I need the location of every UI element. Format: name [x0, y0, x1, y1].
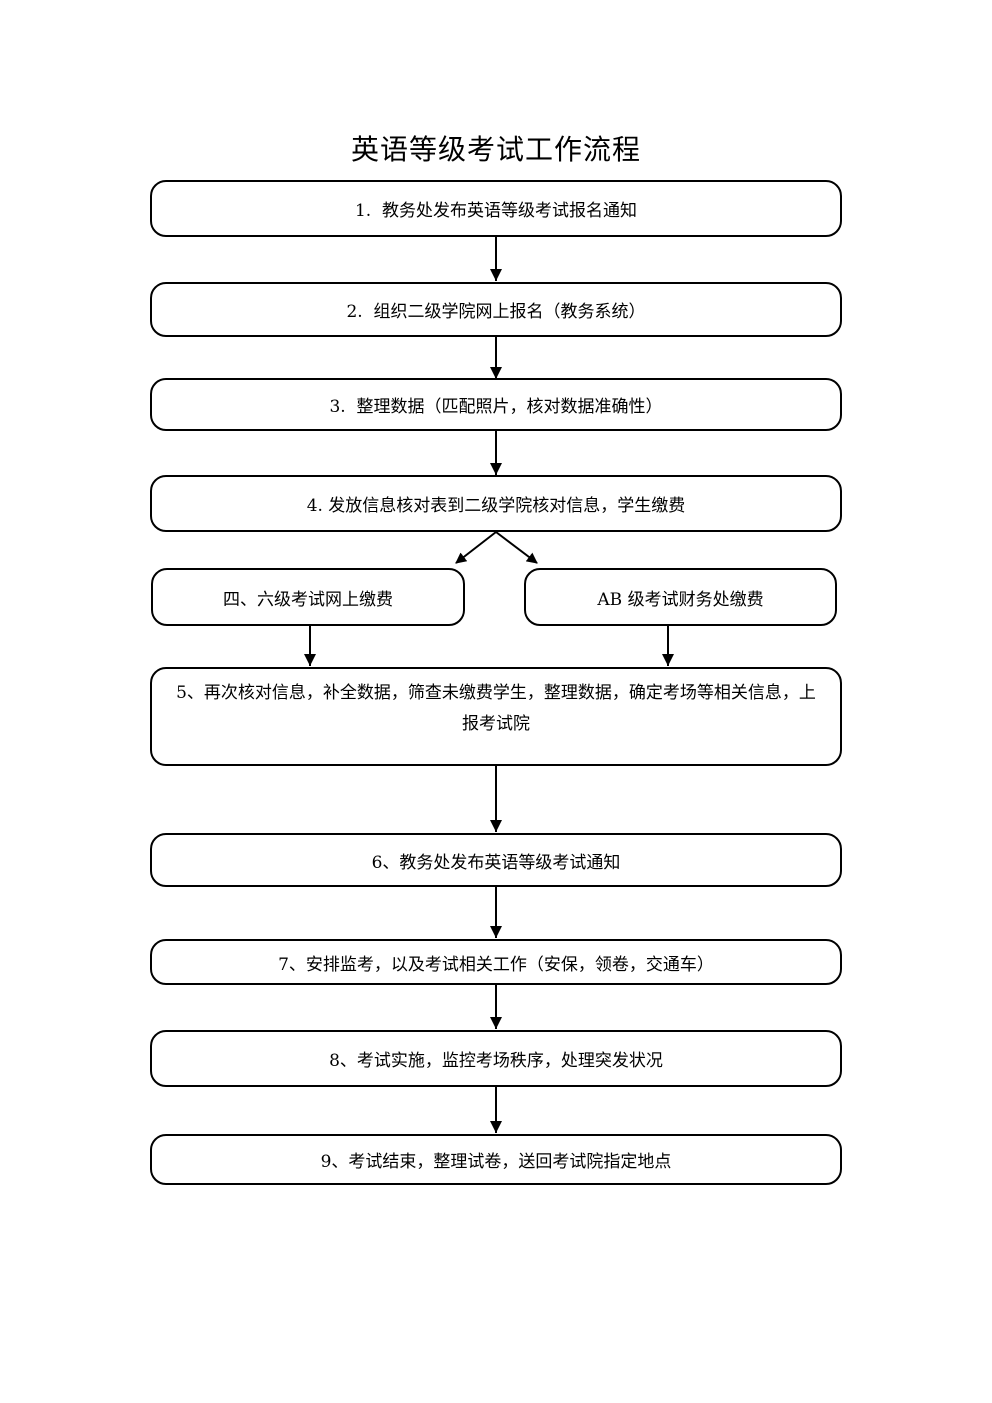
- flow-node-step-5-line1: 5、再次核对信息，补全数据，筛查未缴费学生，整理数据，确定考场等相关信息，上: [176, 683, 816, 703]
- flow-node-branch-ab-label: AB 级考试财务处缴费: [597, 589, 764, 610]
- flow-node-step-1-label: 1. 教务处发布英语等级考试报名通知: [354, 201, 638, 221]
- arrow-step1-to-step2: [490, 237, 502, 281]
- flow-node-step-8: 8、考试实施，监控考场秩序，处理突发状况: [150, 1030, 842, 1087]
- flow-node-step-3: 3. 整理数据（匹配照片，核对数据准确性）: [150, 378, 842, 431]
- flow-node-step-8-label: 8、考试实施，监控考场秩序，处理突发状况: [329, 1051, 663, 1071]
- arrow-branch-right-to-step5: [662, 625, 674, 666]
- arrow-step3-to-step4: [490, 430, 502, 475]
- flow-node-step-5-line2: 报考试院: [462, 714, 530, 734]
- flow-node-step-4: 4. 发放信息核对表到二级学院核对信息，学生缴费: [150, 475, 842, 532]
- flow-node-step-2: 2. 组织二级学院网上报名（教务系统）: [150, 282, 842, 337]
- arrow-step2-to-step3: [490, 337, 502, 379]
- flow-node-step-7-label: 7、安排监考，以及考试相关工作（安保，领卷，交通车）: [278, 954, 714, 975]
- arrow-step6-to-step7: [490, 887, 502, 938]
- arrow-step5-to-step6: [490, 766, 502, 832]
- flow-node-step-9: 9、考试结束，整理试卷，送回考试院指定地点: [150, 1134, 842, 1185]
- flow-node-step-7: 7、安排监考，以及考试相关工作（安保，领卷，交通车）: [150, 939, 842, 985]
- flow-node-step-6: 6、教务处发布英语等级考试通知: [150, 833, 842, 887]
- arrow-step4-to-branch-left: [455, 531, 497, 564]
- flowchart-title: 英语等级考试工作流程: [350, 133, 641, 166]
- flow-node-step-3-label: 3. 整理数据（匹配照片，核对数据准确性）: [329, 397, 663, 417]
- flow-node-step-1: 1. 教务处发布英语等级考试报名通知: [150, 180, 842, 237]
- flow-node-branch-cet-online-payment: 四、六级考试网上缴费: [151, 568, 465, 626]
- flow-node-step-6-label: 6、教务处发布英语等级考试通知: [371, 852, 621, 873]
- branch-split-arrows: [455, 531, 538, 564]
- flow-node-step-5: 5、再次核对信息，补全数据，筛查未缴费学生，整理数据，确定考场等相关信息，上 报…: [150, 667, 842, 766]
- flow-node-step-9-label: 9、考试结束，整理试卷，送回考试院指定地点: [320, 1152, 672, 1172]
- arrow-step7-to-step8: [490, 985, 502, 1029]
- arrow-step4-to-branch-right: [495, 531, 538, 564]
- flow-node-step-4-label: 4. 发放信息核对表到二级学院核对信息，学生缴费: [306, 496, 686, 516]
- arrow-step8-to-step9: [490, 1087, 502, 1133]
- flow-node-step-2-label: 2. 组织二级学院网上报名（教务系统）: [346, 302, 646, 322]
- flow-node-branch-ab-finance-payment: AB 级考试财务处缴费: [524, 568, 837, 626]
- flow-node-branch-cet-label: 四、六级考试网上缴费: [223, 589, 393, 610]
- arrow-branch-left-to-step5: [304, 625, 316, 666]
